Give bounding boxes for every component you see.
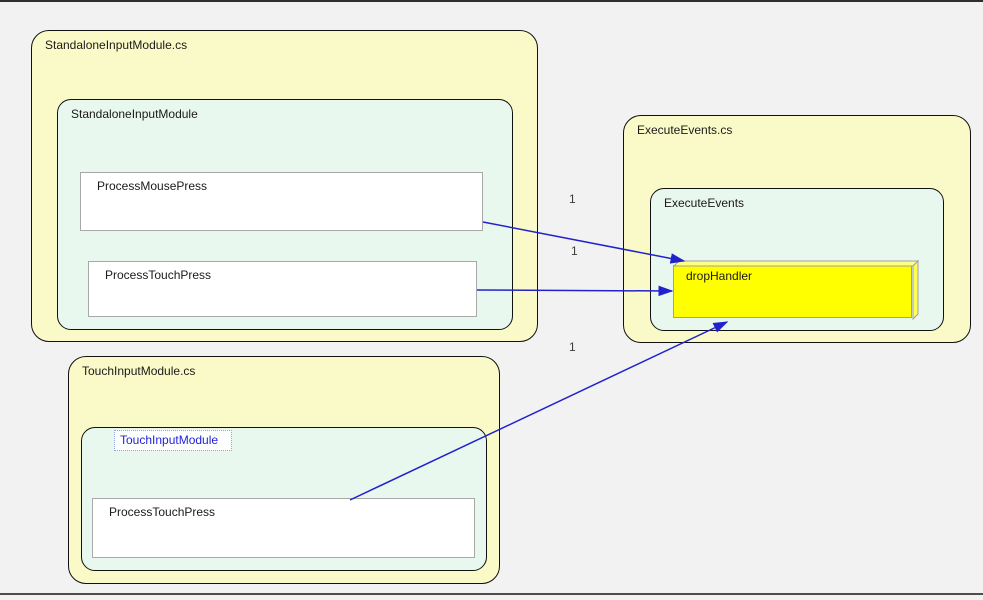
node-label-selected[interactable]: TouchInputModule <box>114 430 232 451</box>
top-border-line <box>0 0 983 2</box>
node-label: ProcessTouchPress <box>109 505 216 519</box>
edge-process-touch-press-standalone-to-drop-handler[interactable] <box>476 285 674 297</box>
node-standalone-input-module-class[interactable]: StandaloneInputModule ProcessMousePress … <box>57 99 513 330</box>
node-label: StandaloneInputModule <box>71 107 198 121</box>
node-drop-handler[interactable]: dropHandler <box>673 265 912 318</box>
edge-label: 1 <box>569 340 576 354</box>
node-label: ExecuteEvents <box>664 196 745 210</box>
node-execute-events-class[interactable]: ExecuteEvents dropHandler <box>650 188 944 331</box>
bottom-border-line <box>0 593 983 595</box>
edge-process-touch-press-touch-to-drop-handler[interactable] <box>349 321 729 501</box>
node-process-touch-press-standalone[interactable]: ProcessTouchPress <box>88 261 477 317</box>
node-execute-events-file[interactable]: ExecuteEvents.cs ExecuteEvents dropHandl… <box>623 115 971 343</box>
node-touch-input-module-class[interactable]: TouchInputModule ProcessTouchPress <box>81 427 487 571</box>
node-standalone-input-module-file[interactable]: StandaloneInputModule.cs StandaloneInput… <box>31 30 538 342</box>
node-label: dropHandler <box>686 269 753 283</box>
node-label: ProcessTouchPress <box>105 268 212 282</box>
edge-process-mouse-press-to-drop-handler[interactable] <box>482 221 686 264</box>
node-label: ProcessMousePress <box>97 179 208 193</box>
node-process-touch-press-touch[interactable]: ProcessTouchPress <box>92 498 475 558</box>
drop-handler-top-face <box>672 260 920 267</box>
node-label: StandaloneInputModule.cs <box>45 38 188 52</box>
node-process-mouse-press[interactable]: ProcessMousePress <box>80 172 483 231</box>
edge-label: 1 <box>571 244 578 258</box>
edge-label: 1 <box>569 192 576 206</box>
node-touch-input-module-file[interactable]: TouchInputModule.cs TouchInputModule Pro… <box>68 356 500 584</box>
node-label: ExecuteEvents.cs <box>637 123 733 137</box>
node-label: TouchInputModule.cs <box>82 364 196 378</box>
drop-handler-side-face <box>912 259 919 321</box>
